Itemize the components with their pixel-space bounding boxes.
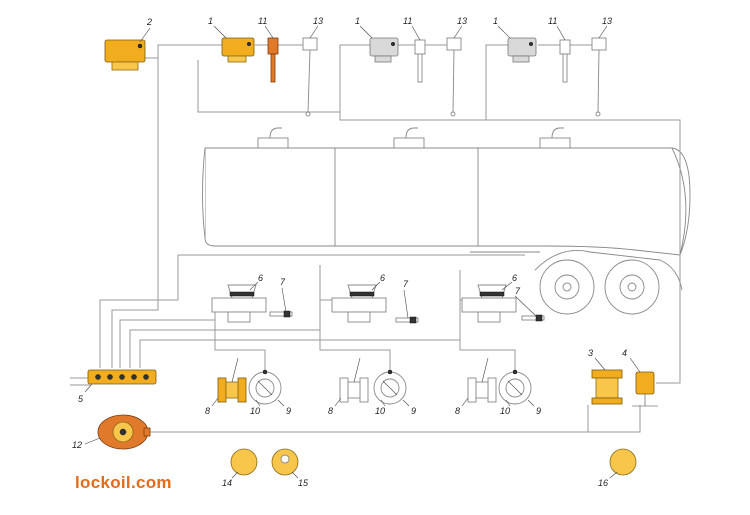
callout-10: 10 (250, 406, 260, 416)
callout-2: 2 (146, 17, 152, 27)
pin-sensor-7-c (521, 314, 545, 322)
pin-sensor-7-a (269, 310, 293, 318)
callout-10: 10 (500, 406, 510, 416)
part-14-disc (230, 448, 258, 476)
lock-unit-1 (221, 37, 255, 63)
callout-13: 13 (313, 16, 323, 26)
inlet-coupling-3 (591, 369, 623, 405)
callout-5: 5 (78, 394, 84, 404)
callout-leaders (84, 25, 641, 479)
sensor-11-b (414, 39, 426, 83)
callout-6: 6 (258, 273, 263, 283)
callout-6: 6 (512, 273, 517, 283)
control-panel-12 (97, 414, 151, 450)
callout-8: 8 (328, 406, 333, 416)
callout-9: 9 (536, 406, 541, 416)
callout-15: 15 (298, 478, 309, 488)
level-probe-13-c (591, 37, 607, 117)
hatch-valve-6-c (461, 284, 517, 323)
callout-10: 10 (375, 406, 385, 416)
flange-9-c (498, 369, 532, 405)
callout-13: 13 (602, 16, 612, 26)
brand-logo-text: lockoil.com (75, 473, 172, 492)
callout-7: 7 (403, 279, 409, 289)
level-probe-13-a (302, 37, 318, 117)
callout-11: 11 (403, 16, 412, 26)
connector-block-5 (87, 369, 157, 385)
callout-9: 9 (411, 406, 416, 416)
bottom-valve-8-a (217, 357, 247, 403)
callout-16: 16 (598, 478, 608, 488)
callout-11: 11 (548, 16, 557, 26)
lock-unit-2 (369, 37, 399, 63)
callout-8: 8 (455, 406, 460, 416)
sensor-11-a (267, 37, 279, 83)
flange-9-b (373, 369, 407, 405)
level-probe-13-b (446, 37, 462, 117)
callout-7: 7 (515, 286, 521, 296)
callout-11: 11 (258, 16, 267, 26)
callout-7: 7 (280, 277, 286, 287)
callout-1: 1 (355, 16, 360, 26)
bottom-valve-8-c (467, 357, 497, 403)
pin-sensor-7-b (395, 316, 419, 324)
wiring-lines (70, 44, 681, 433)
callout-12: 12 (72, 440, 82, 450)
sensor-11-c (559, 39, 571, 83)
callout-1: 1 (208, 16, 213, 26)
hatch-valve-6-b (331, 284, 387, 323)
tanker-trailer-outline (202, 127, 691, 315)
callout-6: 6 (380, 273, 385, 283)
callout-13: 13 (457, 16, 467, 26)
callout-8: 8 (205, 406, 210, 416)
callout-9: 9 (286, 406, 291, 416)
bottom-valve-8-b (339, 357, 369, 403)
controller-unit (104, 39, 146, 71)
callout-4: 4 (622, 348, 627, 358)
callout-14: 14 (222, 478, 232, 488)
callout-1: 1 (493, 16, 498, 26)
part-16-disc (609, 448, 637, 476)
hatch-valve-6-a (211, 284, 267, 323)
callout-3: 3 (588, 348, 593, 358)
flange-9-a (248, 369, 282, 405)
lock-unit-3 (507, 37, 537, 63)
actuator-4 (632, 371, 658, 407)
part-15-hole (280, 454, 290, 464)
